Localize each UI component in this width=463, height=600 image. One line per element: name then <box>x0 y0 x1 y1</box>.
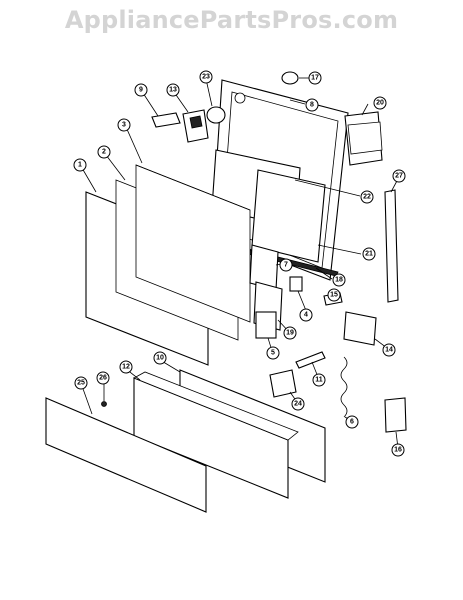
callout-17: 17 <box>308 71 322 85</box>
watermark-text: AppliancePartsPros.com <box>64 6 399 34</box>
part-switch-module <box>255 311 277 339</box>
part-bracket-plate <box>343 311 377 346</box>
callout-25: 25 <box>74 376 88 390</box>
callout-11: 11 <box>312 373 326 387</box>
svg-text:13: 13 <box>169 87 177 94</box>
svg-text:5: 5 <box>271 350 275 357</box>
callout-9: 9 <box>134 83 148 97</box>
svg-text:25: 25 <box>77 380 85 387</box>
svg-text:11: 11 <box>315 377 323 384</box>
part-hinge-bracket <box>269 369 297 398</box>
callout-14: 14 <box>382 343 396 357</box>
part-switch <box>289 276 303 292</box>
svg-text:1: 1 <box>78 162 82 169</box>
callout-21: 21 <box>362 247 376 261</box>
svg-text:21: 21 <box>365 251 373 258</box>
svg-text:4: 4 <box>304 312 308 319</box>
callout-24: 24 <box>291 397 305 411</box>
callout-12: 12 <box>119 360 133 374</box>
callout-6: 6 <box>345 415 359 429</box>
callout-3: 3 <box>117 118 131 132</box>
callout-5: 5 <box>266 346 280 360</box>
part-side-trim <box>384 189 399 303</box>
callout-10: 10 <box>153 351 167 365</box>
callout-27: 27 <box>392 169 406 183</box>
part-door-spring <box>340 356 348 418</box>
svg-text:26: 26 <box>99 375 107 382</box>
part-lower-trim-panel <box>45 397 207 513</box>
svg-text:12: 12 <box>122 364 130 371</box>
svg-text:19: 19 <box>286 330 294 337</box>
svg-text:23: 23 <box>202 74 210 81</box>
part-latch <box>182 109 209 143</box>
part-control-bracket <box>249 244 279 291</box>
callout-22: 22 <box>360 190 374 204</box>
part-dispenser <box>344 111 383 166</box>
svg-text:10: 10 <box>156 355 164 362</box>
part-screw <box>101 401 107 407</box>
callout-2: 2 <box>97 145 111 159</box>
svg-text:9: 9 <box>139 87 143 94</box>
svg-text:6: 6 <box>350 419 354 426</box>
svg-text:16: 16 <box>394 447 402 454</box>
svg-text:7: 7 <box>284 262 288 269</box>
callout-16: 16 <box>391 443 405 457</box>
svg-text:18: 18 <box>335 277 343 284</box>
callout-7: 7 <box>279 258 293 272</box>
part-hinge-link <box>295 351 326 369</box>
callout-18: 18 <box>332 273 346 287</box>
callout-4: 4 <box>299 308 313 322</box>
svg-text:17: 17 <box>311 75 319 82</box>
leader-lines <box>81 77 399 449</box>
part-handle-insert <box>151 112 181 128</box>
svg-text:20: 20 <box>376 100 384 107</box>
callout-8: 8 <box>305 98 319 112</box>
svg-text:15: 15 <box>330 292 338 299</box>
callout-1: 1 <box>73 158 87 172</box>
svg-text:22: 22 <box>363 194 371 201</box>
svg-text:27: 27 <box>395 173 403 180</box>
svg-text:24: 24 <box>294 401 302 408</box>
callout-20: 20 <box>373 96 387 110</box>
part-grommet <box>281 71 299 85</box>
callout-19: 19 <box>283 326 297 340</box>
callout-15: 15 <box>327 288 341 302</box>
svg-text:2: 2 <box>102 149 106 156</box>
callout-26: 26 <box>96 371 110 385</box>
callout-13: 13 <box>166 83 180 97</box>
svg-text:14: 14 <box>385 347 393 354</box>
part-seal-ring <box>206 106 226 124</box>
svg-text:3: 3 <box>122 122 126 129</box>
callout-23: 23 <box>199 70 213 84</box>
part-corner-bracket <box>384 397 407 433</box>
svg-text:8: 8 <box>310 102 314 109</box>
part-control-panel <box>133 371 299 499</box>
part-vent-barrier <box>251 169 326 263</box>
